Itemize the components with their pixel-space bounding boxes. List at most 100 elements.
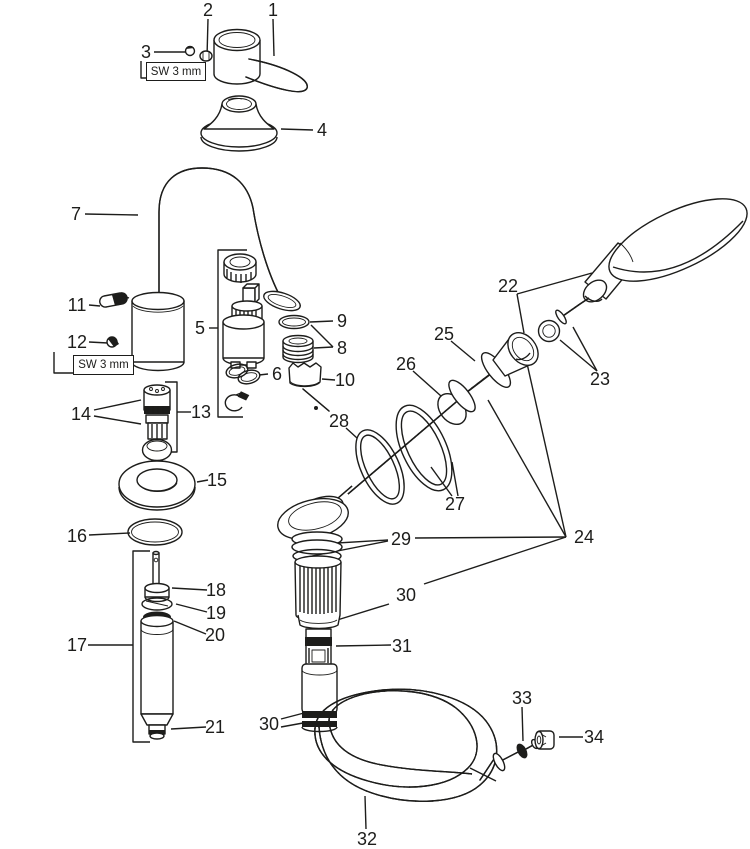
oring-23 <box>537 319 561 343</box>
leader-22a <box>516 272 593 295</box>
escutcheon-ring-27 <box>395 404 453 492</box>
callout-11: 11 <box>67 295 87 315</box>
handle-lever <box>213 28 308 93</box>
escutcheon-dome <box>200 95 278 152</box>
callout-26: 26 <box>395 354 417 374</box>
callout-8: 8 <box>336 338 348 358</box>
leader-4 <box>280 128 314 131</box>
leader-24d <box>423 536 567 585</box>
leader-28 <box>345 427 358 439</box>
bracket-17 <box>132 550 150 743</box>
body-unit-17 <box>140 550 174 740</box>
leader-23a <box>572 326 598 372</box>
leader-6 <box>258 373 269 376</box>
oring-16 <box>127 518 183 546</box>
callout-29: 29 <box>390 529 412 549</box>
hose-end-fitting <box>469 738 540 782</box>
oring-9 <box>278 314 310 330</box>
pin-part <box>99 292 130 308</box>
leader-8b <box>313 346 334 349</box>
hose-loop-2 <box>314 690 478 788</box>
callout-19: 19 <box>205 603 227 623</box>
leader-18 <box>171 587 208 591</box>
leader-20 <box>173 620 207 635</box>
bushing-8 <box>282 334 314 364</box>
leader-23b <box>559 339 598 372</box>
callout-9: 9 <box>336 311 348 331</box>
leader-16 <box>88 532 131 536</box>
secuflex-shaft <box>347 396 463 495</box>
leader-8a <box>310 324 334 348</box>
callout-17: 17 <box>66 635 88 655</box>
filter-insert-23 <box>555 297 590 325</box>
tool-note-sw3mm-mid: SW 3 mm <box>73 355 134 375</box>
swivel-nut-10 <box>288 362 330 412</box>
handshower <box>582 198 748 303</box>
leader-11 <box>88 304 101 307</box>
tool-note-sw3mm-top: SW 3 mm <box>146 62 206 81</box>
leader-21 <box>170 726 207 730</box>
check-valve-stack <box>141 384 173 462</box>
leader-19 <box>175 603 208 613</box>
callout-23: 23 <box>589 369 611 389</box>
bracket-5 <box>217 249 247 418</box>
cartridge-ring-nut <box>223 253 257 283</box>
callout-31: 31 <box>391 636 413 656</box>
leader-14b <box>93 415 142 425</box>
hose-exit <box>328 719 473 775</box>
hose-loop-1 <box>314 688 498 802</box>
callout-28: 28 <box>328 411 350 431</box>
callout-2: 2 <box>202 0 214 20</box>
leader-10 <box>321 378 336 381</box>
escutcheon-ring-28 <box>355 429 405 505</box>
callout-14: 14 <box>70 404 92 424</box>
callout-1: 1 <box>267 0 279 20</box>
callout-7: 7 <box>70 204 82 224</box>
leader-27b <box>451 461 459 497</box>
callout-21: 21 <box>204 717 226 737</box>
flange-ring-15 <box>118 460 196 511</box>
leader-32 <box>364 795 367 830</box>
leader-12 <box>88 341 109 344</box>
callout-33: 33 <box>511 688 533 708</box>
shower-hose <box>314 688 498 802</box>
coupling-nut-34 <box>534 730 555 750</box>
leader-22b <box>516 293 525 334</box>
leader-24b <box>523 349 567 538</box>
leader-30-lower-b <box>280 722 304 728</box>
handle-set-screws <box>184 45 213 62</box>
callout-10: 10 <box>334 370 356 390</box>
orings-6 <box>225 363 261 385</box>
callout-12: 12 <box>66 332 88 352</box>
cartridge <box>222 283 265 369</box>
callout-16: 16 <box>66 526 88 546</box>
grub-screw-part <box>106 336 119 348</box>
callout-6: 6 <box>271 364 283 384</box>
leader-14a <box>93 399 142 411</box>
leader-30-lower-a <box>280 712 305 720</box>
diverter-body <box>277 485 353 733</box>
callout-22: 22 <box>497 276 519 296</box>
callout-15: 15 <box>206 470 228 490</box>
connection-nut-25 <box>448 352 512 413</box>
leader-7 <box>84 213 139 216</box>
leader-15 <box>196 479 209 483</box>
leader-30-upper <box>333 603 390 622</box>
leader-9 <box>309 320 334 323</box>
hose-cone-end <box>492 332 539 377</box>
leader-24a <box>487 399 567 538</box>
leader-33 <box>521 706 524 742</box>
callout-4: 4 <box>316 120 328 140</box>
callout-5: 5 <box>194 318 206 338</box>
callout-25: 25 <box>433 324 455 344</box>
callout-32: 32 <box>356 829 378 849</box>
callout-30-lower: 30 <box>258 714 280 734</box>
leader-26 <box>412 370 442 397</box>
spout <box>131 167 301 372</box>
callout-20: 20 <box>204 625 226 645</box>
callout-27: 27 <box>444 494 466 514</box>
callout-30-upper: 30 <box>395 585 417 605</box>
callout-3: 3 <box>140 42 152 62</box>
